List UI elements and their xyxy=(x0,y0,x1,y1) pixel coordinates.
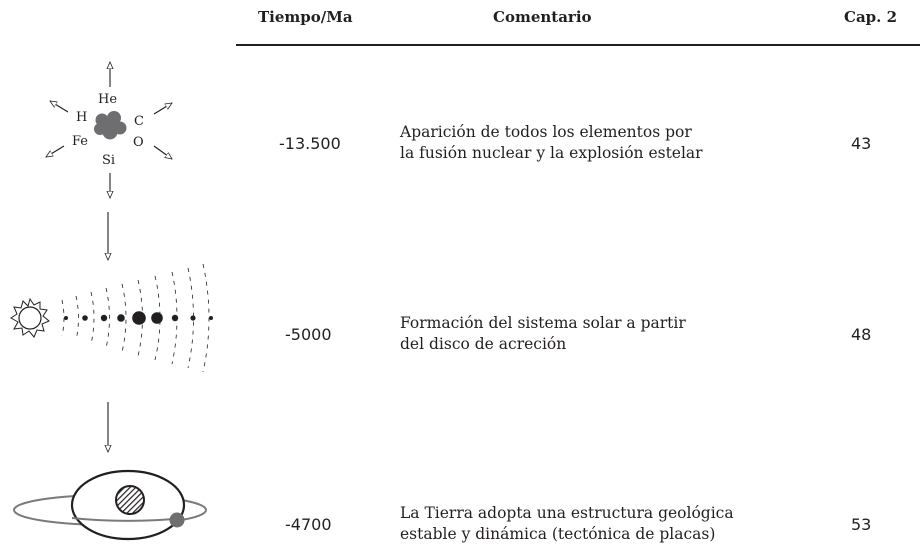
element-label-si: Si xyxy=(102,153,115,168)
arrow-upper-right-icon xyxy=(153,103,172,115)
earth-core-icon xyxy=(115,485,145,515)
element-cloud-icon xyxy=(94,111,127,140)
arrow-lower-left-icon xyxy=(46,145,65,157)
timeline-illustrations: He H C Fe O Si xyxy=(10,0,213,541)
element-label-o: O xyxy=(133,135,144,150)
row-3-comment: La Tierra adopta una estructura geológic… xyxy=(400,503,734,545)
arrow-lower-right-icon xyxy=(153,145,172,159)
row-1-comment: Aparición de todos los elementos por la … xyxy=(400,122,703,164)
element-label-fe: Fe xyxy=(72,134,88,149)
row-2-comment: Formación del sistema solar a partir del… xyxy=(400,313,686,355)
row-1-comment-line1: Aparición de todos los elementos por xyxy=(400,123,692,141)
row-2-chapter: 48 xyxy=(851,325,872,344)
header-comment: Comentario xyxy=(493,8,592,26)
row-1-chapter: 43 xyxy=(851,134,872,153)
row-3-comment-line1: La Tierra adopta una estructura geológic… xyxy=(400,504,734,522)
row-3-time: -4700 xyxy=(285,515,332,534)
row-3-chapter: 53 xyxy=(851,515,872,534)
header-time: Tiempo/Ma xyxy=(258,8,353,26)
arrow-upper-left-icon xyxy=(50,101,69,113)
moon-icon xyxy=(169,512,185,528)
sun-icon xyxy=(10,297,50,338)
element-label-c: C xyxy=(134,114,144,129)
row-2-comment-line2: del disco de acreción xyxy=(400,335,567,353)
row-3-comment-line2: estable y dinámica (tectónica de placas) xyxy=(400,525,716,543)
row-1-time: -13.500 xyxy=(279,134,341,153)
header-rule xyxy=(236,44,920,46)
planetesimals xyxy=(64,311,213,325)
element-formation-illustration: He H C Fe O Si xyxy=(46,62,172,198)
solar-system-formation-illustration xyxy=(10,263,213,373)
element-label-he: He xyxy=(98,92,117,107)
header-chapter: Cap. 2 xyxy=(844,8,898,26)
row-2-time: -5000 xyxy=(285,325,332,344)
row-1-comment-line2: la fusión nuclear y la explosión estelar xyxy=(400,144,703,162)
row-2-comment-line1: Formación del sistema solar a partir xyxy=(400,314,686,332)
element-label-h: H xyxy=(76,110,87,125)
earth-formation-illustration xyxy=(13,469,207,541)
